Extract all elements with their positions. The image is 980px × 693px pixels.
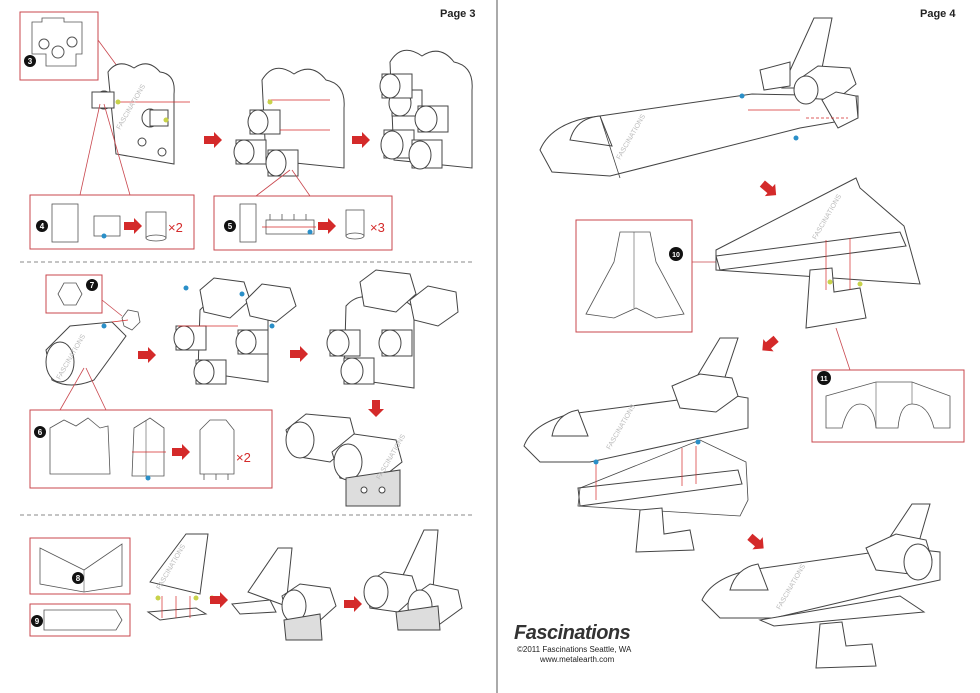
step-number: 11 bbox=[820, 376, 828, 383]
step-3c-assembly bbox=[379, 49, 473, 170]
website-url: www.metalearth.com bbox=[540, 655, 615, 664]
shuttle-final-assembly bbox=[701, 503, 941, 669]
step-3-frame bbox=[19, 11, 99, 81]
brand-logo: Fascinations bbox=[514, 622, 631, 644]
step-number: 8 bbox=[76, 574, 81, 583]
step-11-group bbox=[811, 327, 965, 443]
step-number: 3 bbox=[28, 57, 33, 66]
step-number: 9 bbox=[35, 617, 40, 626]
step-number: 10 bbox=[672, 252, 680, 259]
next-arrow-down bbox=[368, 400, 384, 417]
step-5-multiplier: ×3 bbox=[370, 220, 385, 235]
step-7-group bbox=[45, 274, 141, 386]
step-3-group bbox=[19, 11, 190, 165]
step-6-multiplier: ×2 bbox=[236, 450, 251, 465]
next-arrow bbox=[290, 346, 308, 362]
step-5-frame bbox=[213, 195, 393, 251]
step-11-frame bbox=[811, 369, 965, 443]
page-4-label: Page 4 bbox=[920, 8, 956, 20]
step-5-group bbox=[213, 169, 393, 251]
page-3-label: Page 3 bbox=[440, 8, 476, 20]
step-8b-assembly bbox=[231, 547, 337, 641]
next-arrow bbox=[744, 530, 769, 555]
step-3b-assembly bbox=[233, 67, 345, 177]
step-9-group bbox=[29, 603, 131, 637]
step-7-frame bbox=[45, 274, 103, 314]
step-6-group bbox=[29, 367, 273, 489]
step-7d-assembly bbox=[285, 413, 403, 507]
step-3-part bbox=[31, 17, 83, 67]
step-8-frame bbox=[29, 537, 131, 595]
step-3-plate bbox=[107, 63, 175, 165]
step-number: 5 bbox=[228, 222, 233, 231]
next-arrow bbox=[757, 177, 782, 202]
step-number: 6 bbox=[38, 428, 43, 437]
step-6-frame bbox=[29, 409, 273, 489]
step-10-group bbox=[575, 177, 921, 333]
step-number: 7 bbox=[90, 281, 95, 290]
shuttle-top-assembly bbox=[539, 17, 859, 179]
step-4-frame bbox=[29, 194, 195, 250]
step-8c-assembly bbox=[363, 529, 463, 631]
step-10-frame bbox=[575, 219, 693, 333]
shuttle-middle-assembly bbox=[523, 337, 749, 553]
next-arrow bbox=[138, 347, 156, 363]
next-arrow bbox=[352, 132, 370, 148]
step-7c-assembly bbox=[326, 269, 459, 389]
step-4-multiplier: ×2 bbox=[168, 220, 183, 235]
step-number: 4 bbox=[40, 222, 45, 231]
copyright: ©2011 Fascinations Seattle, WA bbox=[517, 645, 632, 654]
step-4-group bbox=[29, 103, 195, 250]
step-9-frame bbox=[29, 603, 131, 637]
next-arrow bbox=[757, 332, 782, 357]
step-8-group bbox=[29, 537, 131, 595]
step-7b-assembly bbox=[173, 277, 297, 385]
next-arrow bbox=[210, 592, 228, 608]
next-arrow bbox=[344, 596, 362, 612]
next-arrow bbox=[204, 132, 222, 148]
